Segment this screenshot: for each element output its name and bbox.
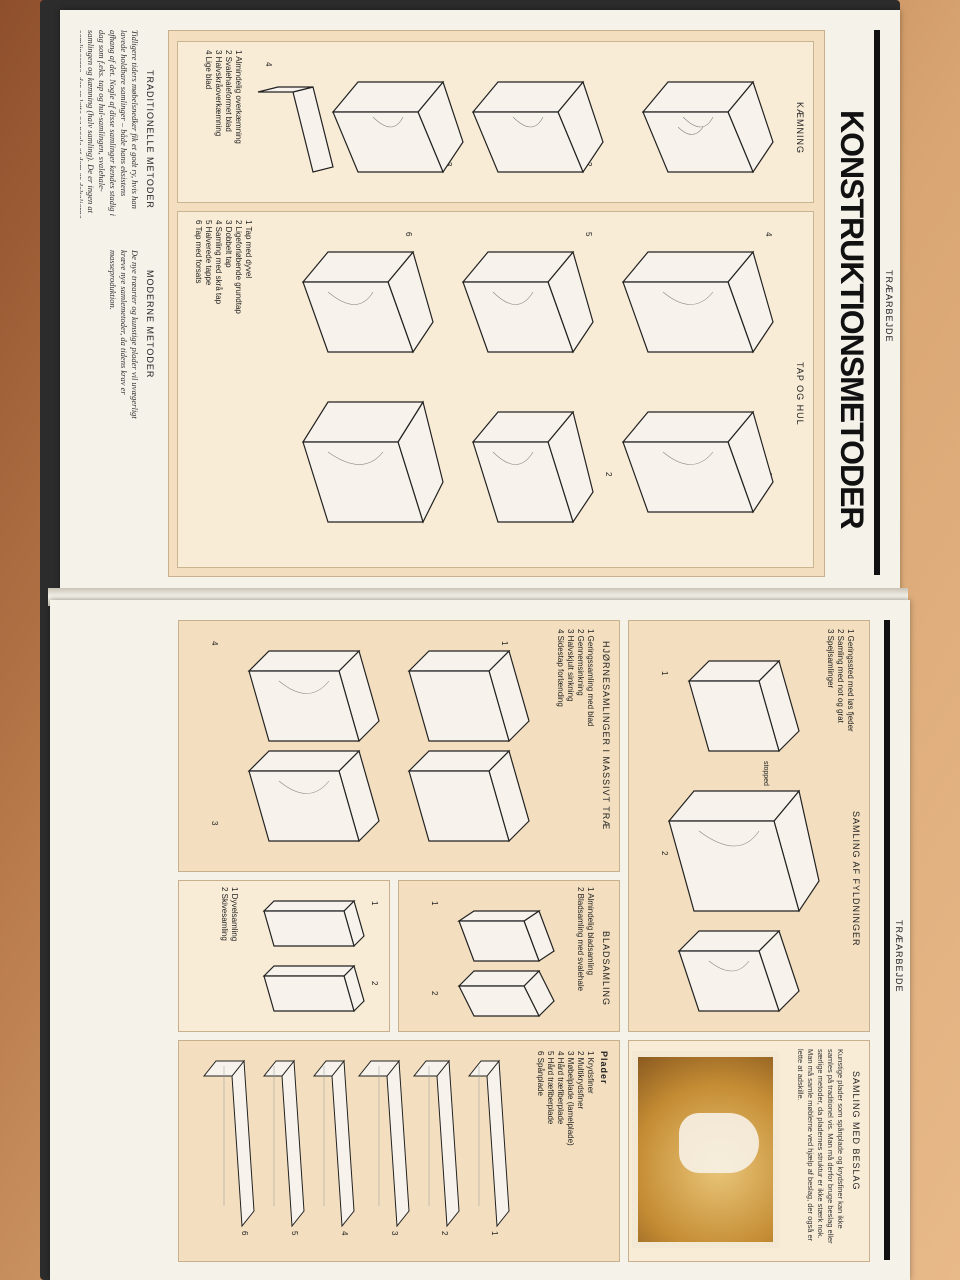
figure-number: 2 — [440, 1231, 449, 1236]
traditional-heading: TRADITIONELLE METODER — [145, 70, 155, 209]
figure-number: 3 — [210, 821, 219, 826]
modern-body: De nye træarter og kunstige plader vil u… — [108, 250, 140, 419]
list-item: 2 Multikrydsfiner — [576, 1051, 585, 1110]
dyvel-panel: 1 Dyvelsamling 2 Skivesamling 1 2 — [178, 880, 390, 1032]
list-item: 4 Samling med skrå tap — [214, 220, 223, 305]
figure-number: 1 — [370, 901, 379, 906]
figure-number: 2 — [370, 981, 379, 986]
list-item: 1 Krydsfiner — [586, 1051, 595, 1094]
list-item: 6 Tap med forsats — [194, 220, 203, 284]
beslag-panel: SAMLING MED BESLAG Kunstige plader som s… — [628, 1040, 870, 1262]
tap-illustrations — [301, 250, 774, 524]
figure-number: 4 — [764, 232, 773, 237]
dyvel-list: 1 Dyvelsamling 2 Skivesamling — [219, 887, 239, 941]
figure-number: 3 — [390, 1231, 399, 1236]
list-item: 2 Ligeforløbende grundtap — [234, 220, 243, 314]
figure-number: 4 — [210, 641, 219, 646]
list-item: 2 Bladsamling med svalehale — [576, 887, 585, 992]
list-item: 2 Skivesamling — [220, 887, 229, 941]
figure-number: 4 — [340, 1231, 349, 1236]
kaemning-list: 1 Almindelig overkæmning 2 Svalehaleform… — [203, 50, 243, 144]
tap-list: 1 Tap med dyvel 2 Ligeforløbende grundta… — [193, 220, 253, 314]
hjorne-list: 1 Geringssamling med blad 2 Gennemsinkni… — [555, 629, 595, 726]
blad-label: BLADSAMLING — [601, 931, 611, 1007]
fyldninger-label: SAMLING AF FYLDNINGER — [851, 811, 861, 947]
list-item: 2 Samling med not og grat — [836, 629, 845, 723]
hand-image — [679, 1112, 760, 1173]
figure-number: 5 — [584, 232, 593, 237]
tap-panel: TAP OG HUL 1 Tap med dyvel 2 Ligeforløbe… — [177, 211, 814, 568]
joints-panel: KÆMNING 1 Almindelig overkæmning 2 Svale… — [168, 30, 825, 577]
list-item: 5 Hård træfiberplade — [546, 1051, 555, 1125]
figure-number: 1 — [430, 901, 439, 906]
figure-number: 4 — [264, 62, 273, 67]
top-page-content: TRÆARBEJDE KONSTRUKTIONSMETODER TRADITIO… — [60, 10, 900, 595]
blad-illustrations — [457, 910, 555, 1018]
hjorne-panel: HJØRNESAMLINGER I MASSIVT TRÆ 1 Geringss… — [178, 620, 620, 872]
header-rule — [874, 30, 880, 575]
kaemning-illustrations — [257, 80, 774, 174]
fyldninger-illustrations — [667, 659, 820, 1013]
kaemning-label: KÆMNING — [795, 102, 805, 154]
tap-label: TAP OG HUL — [795, 362, 805, 426]
list-item: 3 Spejlsamlinger — [826, 629, 835, 689]
running-header: TRÆARBEJDE — [884, 270, 894, 343]
list-item: 1 Dyvelsamling — [230, 887, 239, 942]
dyvel-illustrations — [262, 899, 365, 1013]
traditional-body: Tidligere tiders møbelsnedker fik et god… — [80, 30, 140, 219]
hjorne-label: HJØRNESAMLINGER I MASSIVT TRÆ — [601, 641, 611, 831]
figure-number: 2 — [430, 991, 439, 996]
list-item: 6 Spånplade — [536, 1051, 545, 1096]
running-header: TRÆARBEJDE — [894, 920, 904, 993]
figure-number: 6 — [404, 232, 413, 237]
list-item: 3 Møbelplade (lamelplade) — [566, 1051, 575, 1146]
list-item: 1 Tap med dyvel — [244, 220, 253, 279]
list-item: 1 Almindelig overkæmning — [234, 50, 243, 144]
bottom-page-content: TRÆARBEJDE SAMLING AF FYLDNINGER 1 Gerin… — [50, 600, 910, 1280]
figure-number: 1 — [490, 1231, 499, 1236]
list-item: 4 Lige blad — [204, 50, 213, 90]
list-item: 2 Svalehaleformet blad — [224, 50, 233, 132]
list-item: 5 Halverede tappe — [204, 220, 213, 286]
list-item: 3 Halvskjult sinkning — [566, 629, 575, 702]
plader-illustrations — [202, 1059, 510, 1228]
plader-label: Plader — [599, 1051, 609, 1085]
list-item: 3 Dobbelt tap — [224, 220, 233, 268]
list-item: 1 Geringssamling med blad — [586, 629, 595, 727]
list-item: 3 Halvskråoverkæmning — [214, 50, 223, 137]
beslag-body: Kunstige plader som spånplade og krydsfi… — [796, 1049, 845, 1244]
blad-list: 1 Almindelig bladsamling 2 Bladsamling m… — [575, 887, 595, 991]
page-title: KONSTRUKTIONSMETODER — [834, 110, 870, 529]
figure-number: 6 — [240, 1231, 249, 1236]
list-item: 1 Almindelig bladsamling — [586, 887, 595, 976]
list-item: 2 Gennemsinkning — [576, 629, 585, 696]
fyldninger-list: 1 Geringssted med løs fjeder 2 Samling m… — [825, 629, 855, 732]
board-photo — [632, 1051, 779, 1248]
modern-heading: MODERNE METODER — [145, 270, 155, 379]
plader-list: 1 Krydsfiner 2 Multikrydsfiner 3 Møbelpl… — [535, 1051, 595, 1146]
plader-panel: Plader 1 Krydsfiner 2 Multikrydsfiner 3 … — [178, 1040, 620, 1262]
list-item: 4 Sidestap forlænding — [556, 629, 565, 707]
list-item: 4 Hård træfiberplade — [556, 1051, 565, 1125]
figure-number: 5 — [290, 1231, 299, 1236]
list-item: 1 Geringssted med løs fjeder — [846, 629, 855, 732]
beslag-label: SAMLING MED BESLAG — [851, 1071, 861, 1191]
hjorne-illustrations — [247, 649, 530, 843]
kaemning-panel: KÆMNING 1 Almindelig overkæmning 2 Svale… — [177, 41, 814, 203]
blad-panel: BLADSAMLING 1 Almindelig bladsamling 2 B… — [398, 880, 620, 1032]
header-rule — [884, 620, 890, 1260]
fyldninger-panel: SAMLING AF FYLDNINGER 1 Geringssted med … — [628, 620, 870, 1032]
